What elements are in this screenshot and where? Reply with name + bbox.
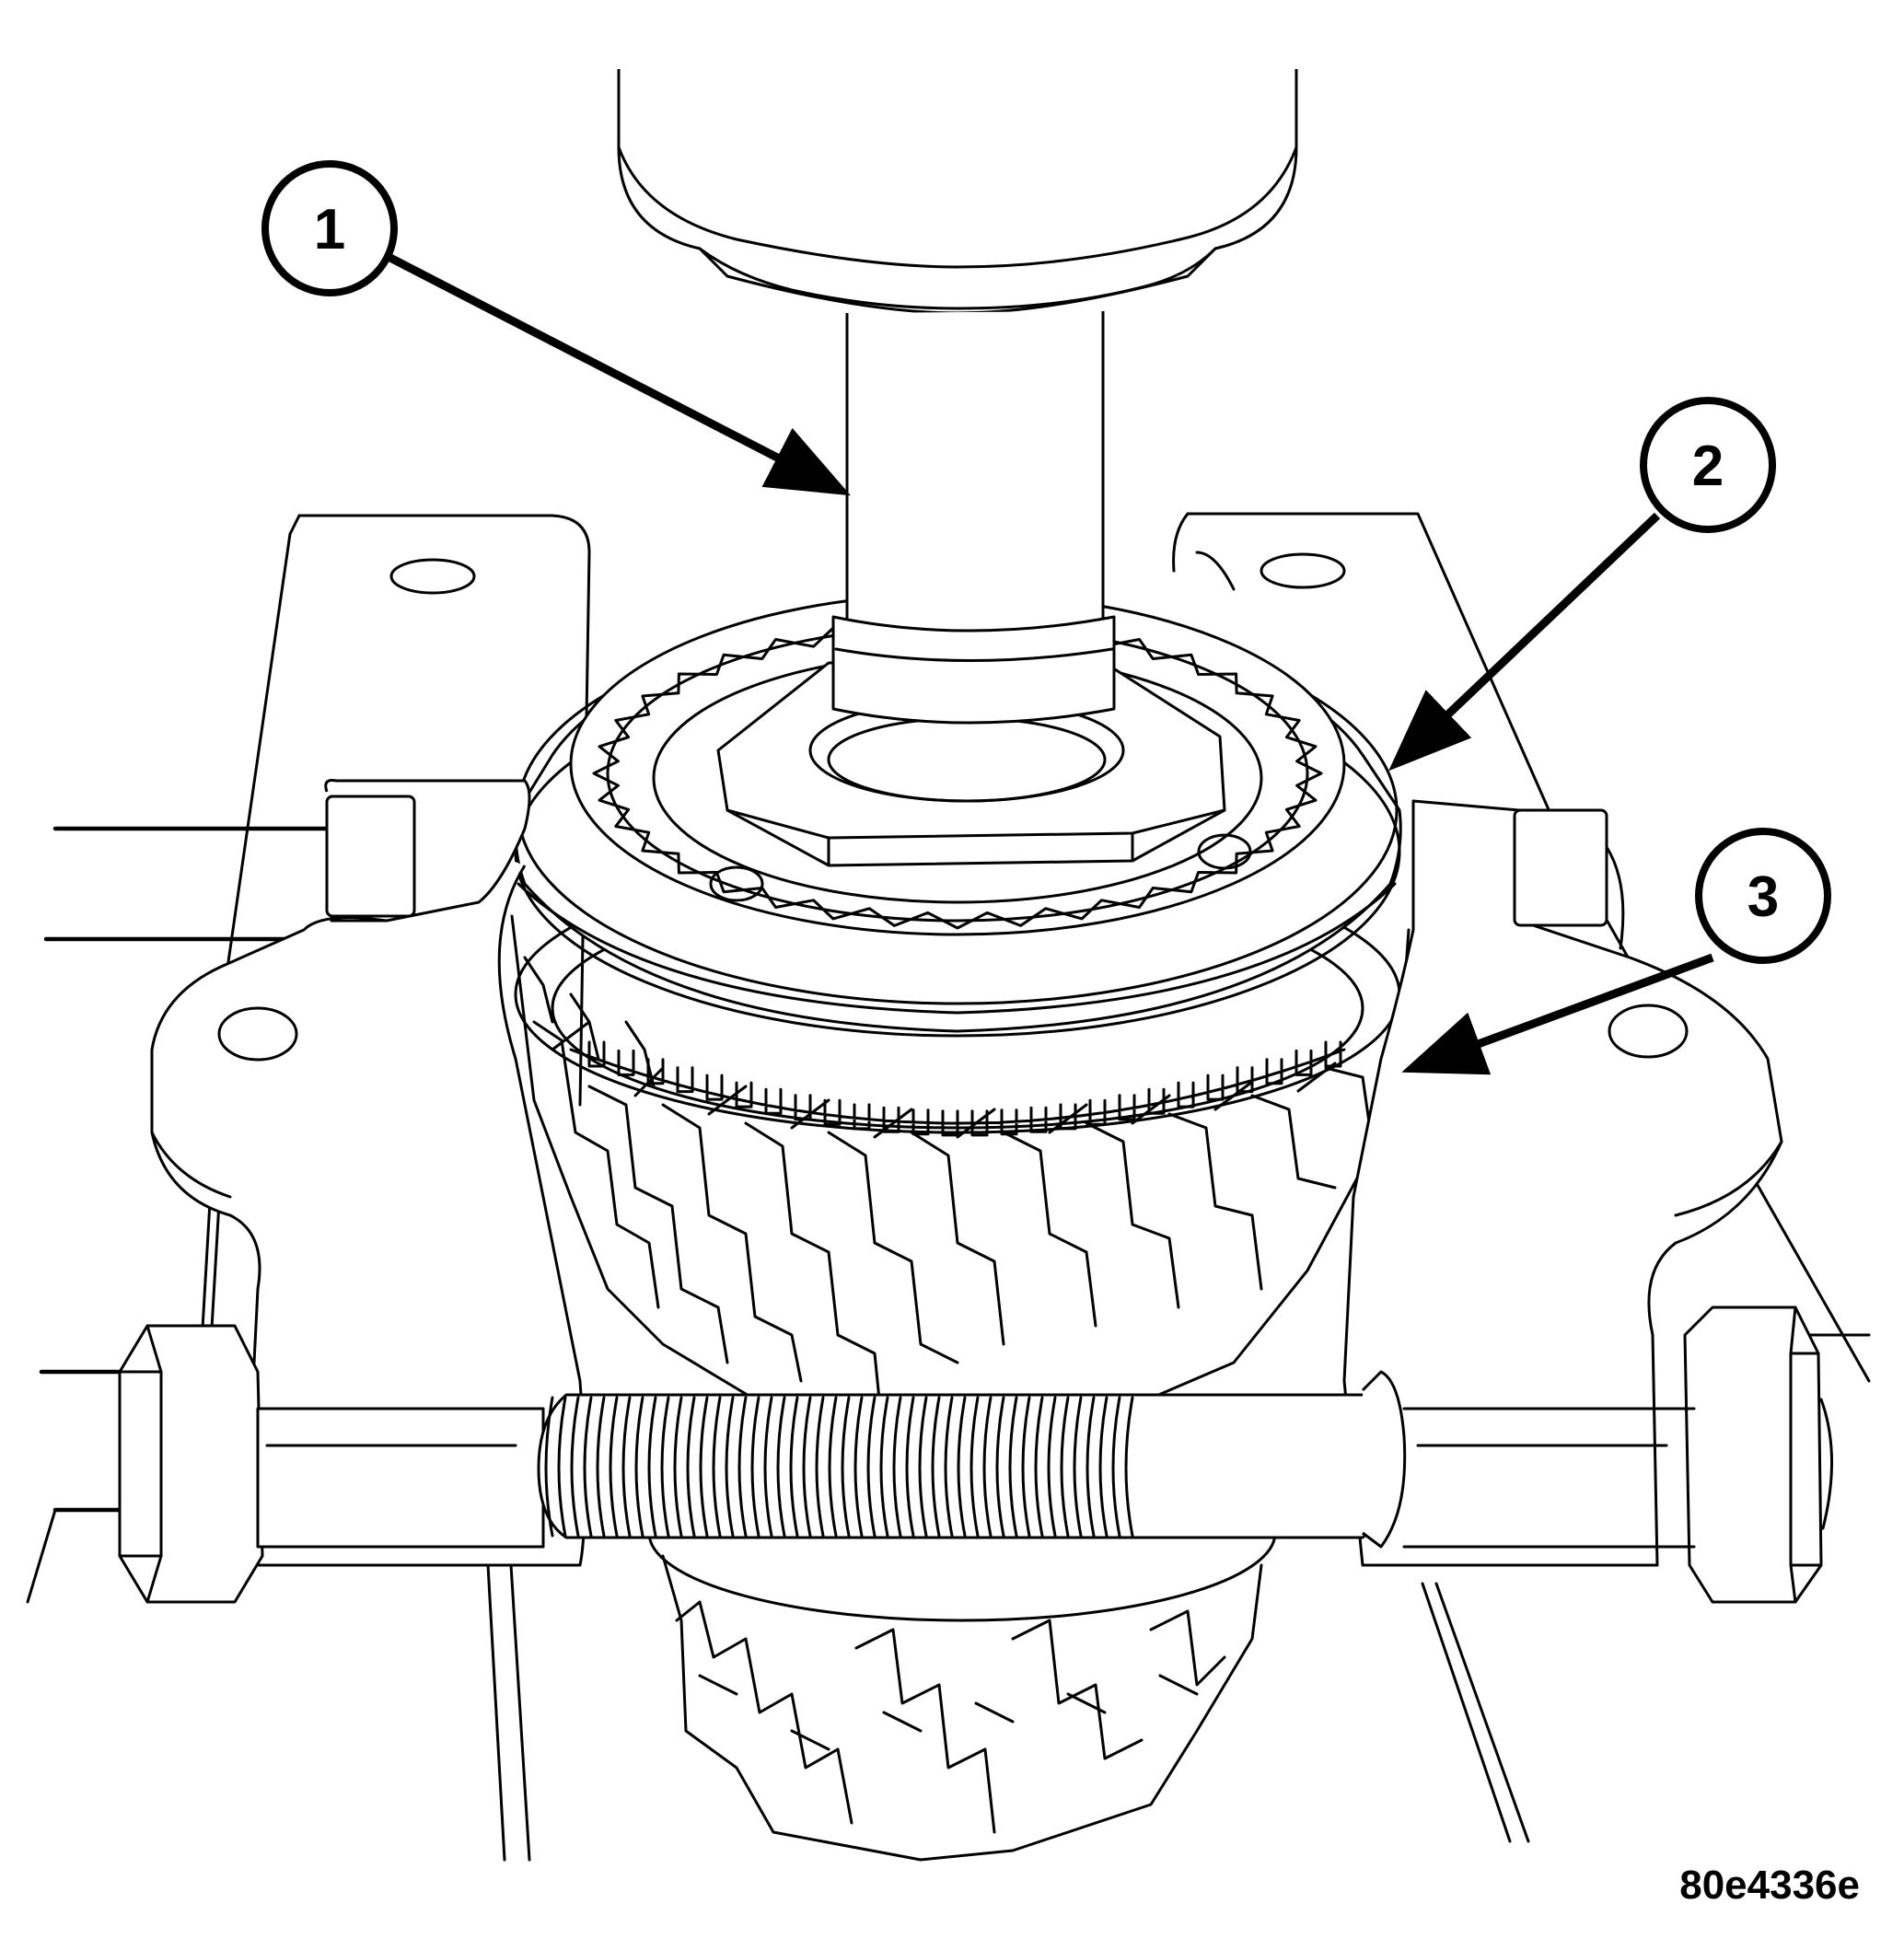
main-helical-gear bbox=[510, 854, 1411, 1438]
left-nut bbox=[118, 1324, 264, 1604]
callout-number-3: 3 bbox=[1747, 865, 1779, 929]
callout-number-2: 2 bbox=[1692, 435, 1724, 498]
leader-line-3 bbox=[1401, 953, 1714, 1075]
callout-2: 2 bbox=[1640, 397, 1776, 533]
figure-id-label: 80e4336e bbox=[1679, 1863, 1860, 1908]
callout-number-1: 1 bbox=[314, 198, 345, 261]
puller-body-right bbox=[1342, 799, 1783, 1567]
puller-body-left bbox=[150, 779, 586, 1567]
threaded-rod bbox=[256, 1370, 1696, 1549]
press-ram bbox=[617, 69, 1298, 725]
left-side-bars bbox=[26, 826, 334, 1604]
frame-hole-left bbox=[389, 558, 476, 595]
callout-3: 3 bbox=[1695, 828, 1831, 964]
right-nut bbox=[1683, 1306, 1834, 1604]
callout-1: 1 bbox=[261, 160, 398, 296]
leader-line-1 bbox=[384, 252, 851, 496]
synchronizer-hub bbox=[514, 592, 1402, 1038]
leader-line-2 bbox=[1388, 512, 1661, 772]
frame-hole-right bbox=[1260, 552, 1346, 589]
callout-leaders bbox=[384, 252, 1714, 1075]
